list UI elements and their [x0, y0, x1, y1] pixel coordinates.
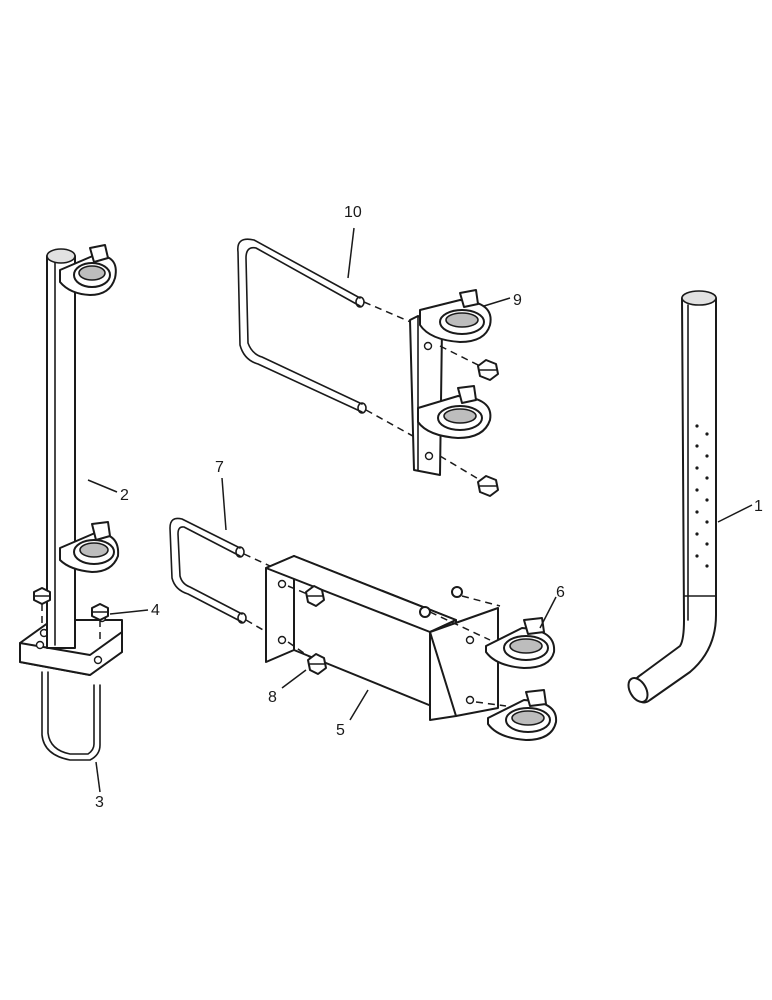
callout-9: 9: [513, 292, 522, 309]
callout-labels: 1 2 3 4 5 6 7 8 9 10: [95, 204, 763, 811]
callout-3: 3: [95, 794, 104, 811]
callout-6: 6: [556, 584, 565, 601]
callout-7: 7: [215, 459, 224, 476]
upper-nuts: [477, 359, 499, 497]
post-assembly: [19, 244, 123, 676]
leader-lines: [87, 227, 753, 793]
callout-1: 1: [754, 498, 763, 515]
callout-8: 8: [268, 689, 277, 706]
callout-5: 5: [336, 722, 345, 739]
leader-7: [221, 477, 227, 531]
bracket-clamps: [485, 617, 558, 741]
offset-bracket: [265, 555, 499, 721]
bracket-nuts: [305, 585, 463, 675]
post-middle-clamp: [59, 521, 120, 573]
callout-2: 2: [120, 487, 129, 504]
upper-clamp-bracket: [409, 289, 492, 476]
upper-u-bolt: [237, 238, 367, 414]
leader-2: [87, 479, 118, 493]
post-nuts: [33, 587, 109, 640]
leader-5: [349, 689, 369, 721]
tube-holes: [695, 424, 709, 568]
leader-8: [281, 669, 307, 689]
leader-1: [717, 504, 753, 523]
bent-tube: [627, 290, 717, 704]
post-top-clamp: [59, 244, 117, 296]
post-u-bolt: [41, 671, 101, 761]
callout-10: 10: [344, 204, 362, 221]
leader-9: [483, 297, 511, 307]
leader-4: [109, 609, 149, 615]
post-tube: [46, 255, 76, 649]
callout-4: 4: [151, 602, 160, 619]
leader-10: [347, 227, 355, 279]
leader-3: [95, 761, 101, 793]
leader-6: [539, 596, 557, 629]
lower-u-bolt: [169, 517, 247, 624]
